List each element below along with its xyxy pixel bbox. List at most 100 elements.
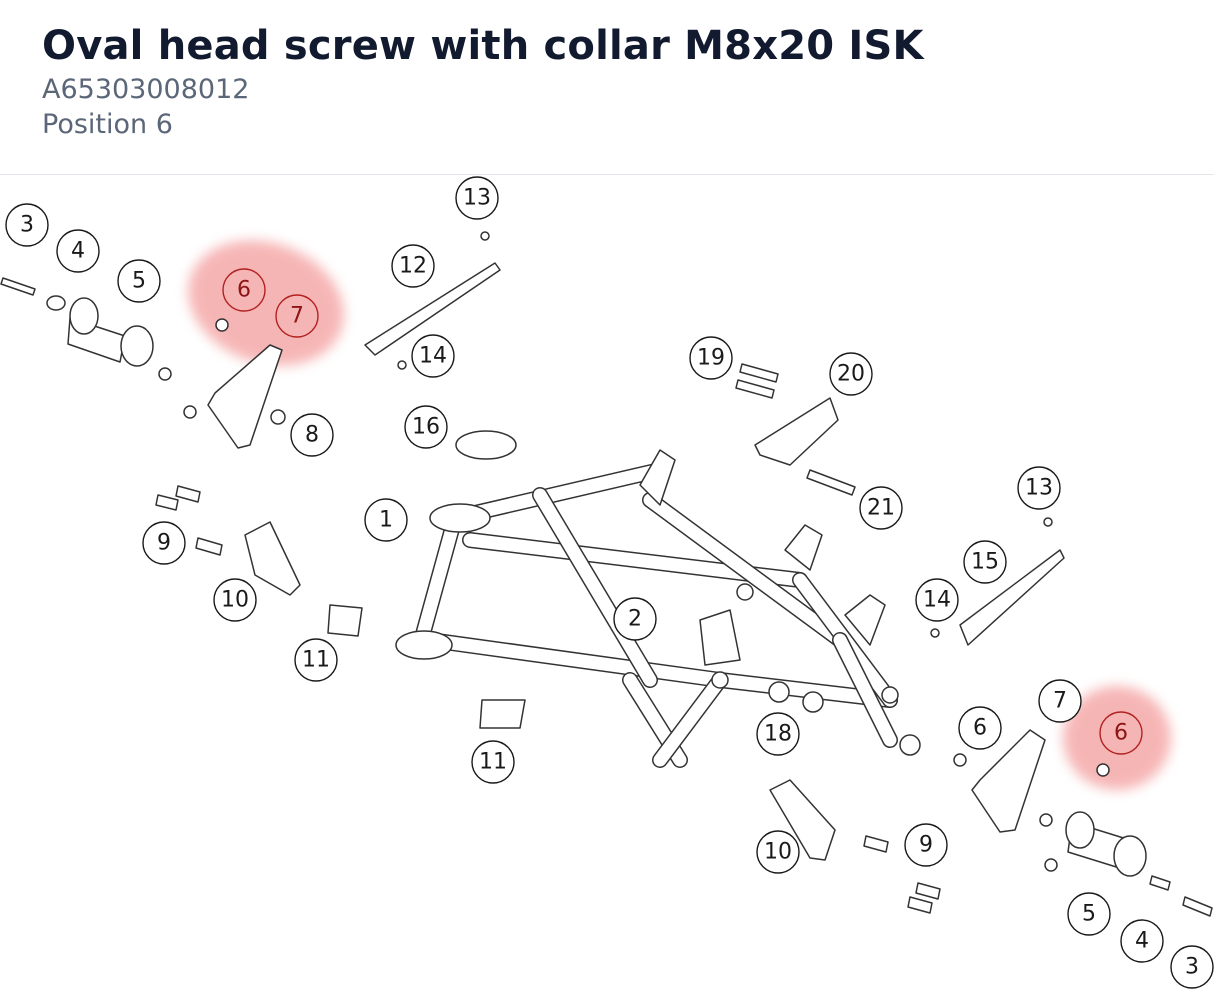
callout-6-highlighted[interactable]: 6 bbox=[1099, 711, 1143, 755]
callout-4[interactable]: 4 bbox=[1120, 919, 1164, 963]
svg-text:13: 13 bbox=[1025, 476, 1053, 501]
bracket-strip bbox=[959, 549, 1065, 646]
svg-text:19: 19 bbox=[697, 346, 725, 371]
collar bbox=[183, 405, 197, 419]
mounting-plate bbox=[207, 344, 283, 449]
svg-text:3: 3 bbox=[1185, 955, 1199, 980]
long-bolt bbox=[806, 469, 856, 496]
callout-7[interactable]: 7 bbox=[1038, 679, 1082, 723]
svg-text:13: 13 bbox=[463, 186, 491, 211]
bolt bbox=[739, 363, 779, 383]
frame-bracket-top bbox=[639, 449, 676, 506]
callout-14[interactable]: 14 bbox=[411, 334, 455, 378]
callout-4[interactable]: 4 bbox=[56, 229, 100, 273]
callout-16[interactable]: 16 bbox=[404, 405, 448, 449]
svg-text:21: 21 bbox=[867, 496, 895, 521]
callout-13[interactable]: 13 bbox=[455, 176, 499, 220]
frame-bracket-lower bbox=[844, 594, 886, 646]
callout-14[interactable]: 14 bbox=[915, 578, 959, 622]
left-side-parts bbox=[0, 231, 526, 729]
callout-5[interactable]: 5 bbox=[117, 259, 161, 303]
svg-text:12: 12 bbox=[399, 254, 427, 279]
callout-3[interactable]: 3 bbox=[1170, 945, 1214, 989]
svg-text:8: 8 bbox=[305, 423, 319, 448]
callout-18[interactable]: 18 bbox=[756, 712, 800, 756]
bolt bbox=[1182, 896, 1213, 917]
svg-text:10: 10 bbox=[764, 840, 792, 865]
svg-text:18: 18 bbox=[764, 722, 792, 747]
svg-text:1: 1 bbox=[379, 508, 393, 533]
callout-2[interactable]: 2 bbox=[613, 597, 657, 641]
svg-text:16: 16 bbox=[412, 415, 440, 440]
frame-bracket-right bbox=[784, 524, 823, 571]
screw bbox=[915, 882, 941, 900]
screw bbox=[907, 896, 933, 914]
nut bbox=[1044, 858, 1058, 872]
svg-text:9: 9 bbox=[919, 833, 933, 858]
callout-10[interactable]: 10 bbox=[756, 830, 800, 874]
callout-15[interactable]: 15 bbox=[963, 540, 1007, 584]
bushing-end-outer bbox=[69, 297, 99, 335]
svg-text:10: 10 bbox=[221, 588, 249, 613]
frame-lug bbox=[711, 671, 729, 689]
spacer bbox=[1149, 875, 1171, 891]
svg-text:6: 6 bbox=[973, 716, 987, 741]
callout-8[interactable]: 8 bbox=[290, 413, 334, 457]
svg-text:5: 5 bbox=[1082, 902, 1096, 927]
frame-lug bbox=[881, 686, 899, 704]
bolt bbox=[0, 277, 36, 296]
svg-text:14: 14 bbox=[419, 344, 447, 369]
screw bbox=[175, 485, 201, 503]
bolt bbox=[735, 379, 775, 399]
callout-6-highlighted[interactable]: 6 bbox=[222, 268, 266, 312]
screw-head bbox=[397, 360, 407, 370]
svg-text:5: 5 bbox=[132, 269, 146, 294]
svg-text:15: 15 bbox=[971, 550, 999, 575]
callout-21[interactable]: 21 bbox=[859, 486, 903, 530]
screw-head bbox=[1043, 517, 1053, 527]
callout-11[interactable]: 11 bbox=[471, 740, 515, 784]
highlight-region-left bbox=[188, 240, 344, 366]
screw bbox=[155, 494, 179, 511]
callout-9[interactable]: 9 bbox=[904, 823, 948, 867]
part-number: A65303008012 bbox=[42, 74, 250, 105]
svg-text:11: 11 bbox=[302, 648, 330, 673]
pivot-boss bbox=[899, 734, 921, 756]
clip bbox=[327, 604, 363, 637]
nut bbox=[270, 409, 286, 425]
svg-text:3: 3 bbox=[20, 213, 34, 238]
callout-12[interactable]: 12 bbox=[391, 244, 435, 288]
callout-11[interactable]: 11 bbox=[294, 638, 338, 682]
callout-19[interactable]: 19 bbox=[689, 336, 733, 380]
main-frame bbox=[412, 462, 898, 768]
steering-head-top bbox=[429, 503, 491, 533]
part-position: Position 6 bbox=[42, 109, 173, 140]
screw-head bbox=[930, 628, 940, 638]
callout-7-highlighted[interactable]: 7 bbox=[275, 294, 319, 338]
clip bbox=[479, 699, 526, 729]
svg-text:6: 6 bbox=[237, 278, 251, 303]
svg-text:7: 7 bbox=[290, 304, 304, 329]
highlight-region-right bbox=[1063, 686, 1171, 790]
svg-text:11: 11 bbox=[479, 750, 507, 775]
header-divider bbox=[0, 174, 1214, 175]
screw-head bbox=[215, 318, 229, 332]
screw bbox=[195, 537, 223, 556]
callout-13[interactable]: 13 bbox=[1017, 466, 1061, 510]
screw bbox=[863, 835, 889, 853]
callout-1[interactable]: 1 bbox=[364, 498, 408, 542]
svg-text:14: 14 bbox=[923, 588, 951, 613]
collar bbox=[1039, 813, 1053, 827]
callout-5[interactable]: 5 bbox=[1067, 892, 1111, 936]
frame-lug bbox=[736, 583, 754, 601]
callout-20[interactable]: 20 bbox=[829, 352, 873, 396]
callout-6[interactable]: 6 bbox=[958, 706, 1002, 750]
exploded-parts-diagram: 3 4 5 6 7 8 9 10 11 12 13 14 16 1 2 11 1… bbox=[0, 176, 1214, 989]
callout-3[interactable]: 3 bbox=[5, 203, 49, 247]
mounting-plate bbox=[971, 729, 1046, 833]
svg-text:20: 20 bbox=[837, 362, 865, 387]
callout-10[interactable]: 10 bbox=[213, 578, 257, 622]
callout-9[interactable]: 9 bbox=[142, 521, 186, 565]
part-header: Oval head screw with collar M8x20 ISK A6… bbox=[42, 20, 1194, 142]
footrest-bracket bbox=[244, 521, 301, 596]
